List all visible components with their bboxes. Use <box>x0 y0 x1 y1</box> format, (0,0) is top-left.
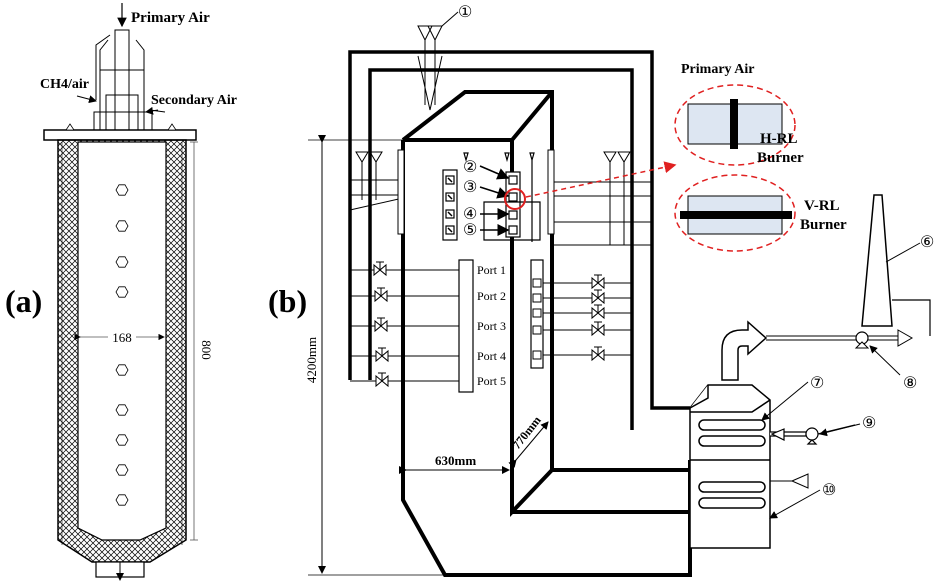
marker-3: ③ <box>463 179 477 196</box>
width-dimension-b: 630mm <box>399 453 510 474</box>
port-panel-left <box>458 259 474 393</box>
marker-9: ⑨ <box>862 415 876 432</box>
panel-b-label: (b) <box>268 283 307 319</box>
marker-5: ⑤ <box>463 222 477 239</box>
flange-bolts <box>65 123 177 131</box>
observation-port <box>115 364 129 376</box>
burner-inset: Primary Air H-RL Burner V-RL Burner <box>674 62 847 252</box>
h-rl-burner-word: Burner <box>757 150 804 166</box>
observation-port <box>115 286 129 298</box>
water-pump <box>770 424 856 445</box>
chimney-duct <box>892 299 931 336</box>
observation-port <box>115 220 129 232</box>
observation-port <box>115 404 129 416</box>
primary-air-label: Primary Air <box>131 10 210 26</box>
observation-port <box>115 494 129 506</box>
panel-a-label: (a) <box>5 283 42 319</box>
marker-2: ② <box>463 159 477 176</box>
burner-highlight-circle <box>504 188 526 210</box>
h-rl-slot <box>730 99 738 149</box>
ch4-air-arrow <box>76 95 97 104</box>
depth-dimension-b: 770mm <box>508 413 549 468</box>
furnace-inner-chamber <box>77 141 167 541</box>
furnace-height-dimension: 800 <box>190 141 214 541</box>
port-opening <box>532 308 542 318</box>
marker-10: ⑩ <box>822 482 836 499</box>
heat-exchanger <box>689 384 771 549</box>
port-opening <box>532 293 542 303</box>
recirculation-duct <box>348 50 690 430</box>
chimney-stack <box>861 194 893 327</box>
secondary-air-label: Secondary Air <box>151 93 237 108</box>
marker-9-leader <box>819 423 861 437</box>
panel-a: (a) Primary Air CH4/air Secondary Air <box>5 3 237 581</box>
v-rl-burner-word: Burner <box>800 217 847 233</box>
marker-1: ① <box>458 4 472 21</box>
observation-ports <box>115 184 129 506</box>
v-rl-label: V-RL <box>804 198 840 214</box>
burner-nozzle <box>93 29 166 131</box>
marker-7-leader <box>761 381 809 421</box>
marker-6-leader <box>885 242 921 263</box>
highlight-dashed-leader <box>525 161 677 198</box>
inset-primary-air-label: Primary Air <box>681 62 754 77</box>
furnace-height-label: 800 <box>199 340 214 360</box>
marker-4: ④ <box>463 206 477 223</box>
furnace-shell-lines <box>61 142 183 545</box>
exhaust-fan-base <box>854 341 870 349</box>
marker-8: ⑧ <box>903 375 917 392</box>
panel-b: (b) ① <box>268 4 934 577</box>
h-rl-label: H-RL <box>760 131 798 147</box>
furnace-column <box>401 90 692 577</box>
marker-7: ⑦ <box>810 375 824 392</box>
exhaust-elbow <box>721 320 768 381</box>
observation-port <box>115 184 129 196</box>
water-inlet-nozzle <box>790 473 809 489</box>
observation-port <box>115 434 129 446</box>
inner-width-dimension: 168 <box>74 330 165 345</box>
port-valves-left: Port 1 Port 2 Port 3 Port 4 Port 5 <box>350 261 506 388</box>
observation-port <box>115 464 129 476</box>
inner-width-label: 168 <box>112 330 132 345</box>
port-label: Port 3 <box>477 319 506 333</box>
port-label: Port 5 <box>477 374 506 388</box>
burner-markers: ② ③ ④ ⑤ <box>463 159 510 239</box>
height-4200-label: 4200mm <box>304 337 319 383</box>
port-opening <box>532 350 542 360</box>
marker-6: ⑥ <box>920 234 934 251</box>
ch4-air-label: CH4/air <box>40 77 89 92</box>
flue-line <box>766 329 914 347</box>
feeder-1 <box>417 25 443 111</box>
furnace-height-dimension-b: 4200mm <box>304 135 445 576</box>
marker-10-leader <box>769 489 821 519</box>
port-opening <box>532 325 542 335</box>
right-feeders <box>547 149 652 246</box>
port-label: Port 4 <box>477 349 506 363</box>
port-opening <box>532 278 542 288</box>
left-feeders <box>349 149 405 235</box>
observation-port <box>115 256 129 268</box>
marker-1-leader <box>441 11 459 27</box>
width-630-label: 630mm <box>435 453 476 468</box>
port-label: Port 1 <box>477 263 506 277</box>
v-rl-slot <box>680 211 792 219</box>
marker-8-leader <box>869 345 901 376</box>
port-label: Port 2 <box>477 289 506 303</box>
burner-flange <box>43 129 197 141</box>
port-valves-right <box>532 274 632 362</box>
